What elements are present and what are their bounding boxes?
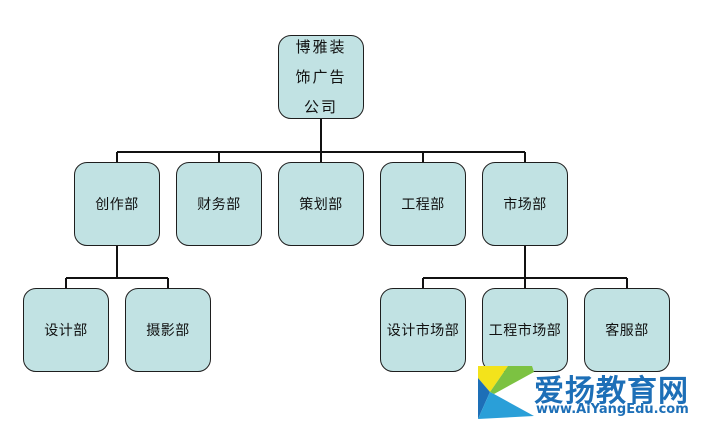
department-node: 市场部 [482, 162, 568, 246]
department-label: 策划部 [299, 197, 343, 213]
department-node: 创作部 [74, 162, 160, 246]
department-node: 工程部 [380, 162, 466, 246]
department-label: 市场部 [503, 197, 547, 213]
root-label: 博雅装饰广告公司 [295, 38, 347, 116]
sub-department-node: 工程市场部 [482, 288, 568, 372]
watermark-logo-icon [478, 366, 534, 419]
sub-department-label: 工程市场部 [488, 323, 562, 339]
department-label: 财务部 [197, 197, 241, 213]
department-label: 创作部 [95, 197, 139, 213]
watermark-url: www.AiYangEdu.com [536, 402, 689, 417]
department-label: 工程部 [401, 197, 445, 213]
sub-department-label: 设计部 [44, 323, 88, 339]
sub-department-label: 设计市场部 [386, 323, 460, 339]
department-node: 策划部 [278, 162, 364, 246]
department-node: 财务部 [176, 162, 262, 246]
sub-department-node: 设计市场部 [380, 288, 466, 372]
sub-department-label: 客服部 [605, 323, 649, 339]
sub-department-node: 设计部 [23, 288, 109, 372]
watermark: 爱扬教育网 www.AiYangEdu.com [474, 364, 706, 421]
watermark-title: 爱扬教育网 [534, 374, 689, 409]
sub-department-node: 摄影部 [125, 288, 211, 372]
sub-department-label: 摄影部 [146, 323, 190, 339]
sub-department-node: 客服部 [584, 288, 670, 372]
root-node: 博雅装饰广告公司 [278, 35, 364, 119]
